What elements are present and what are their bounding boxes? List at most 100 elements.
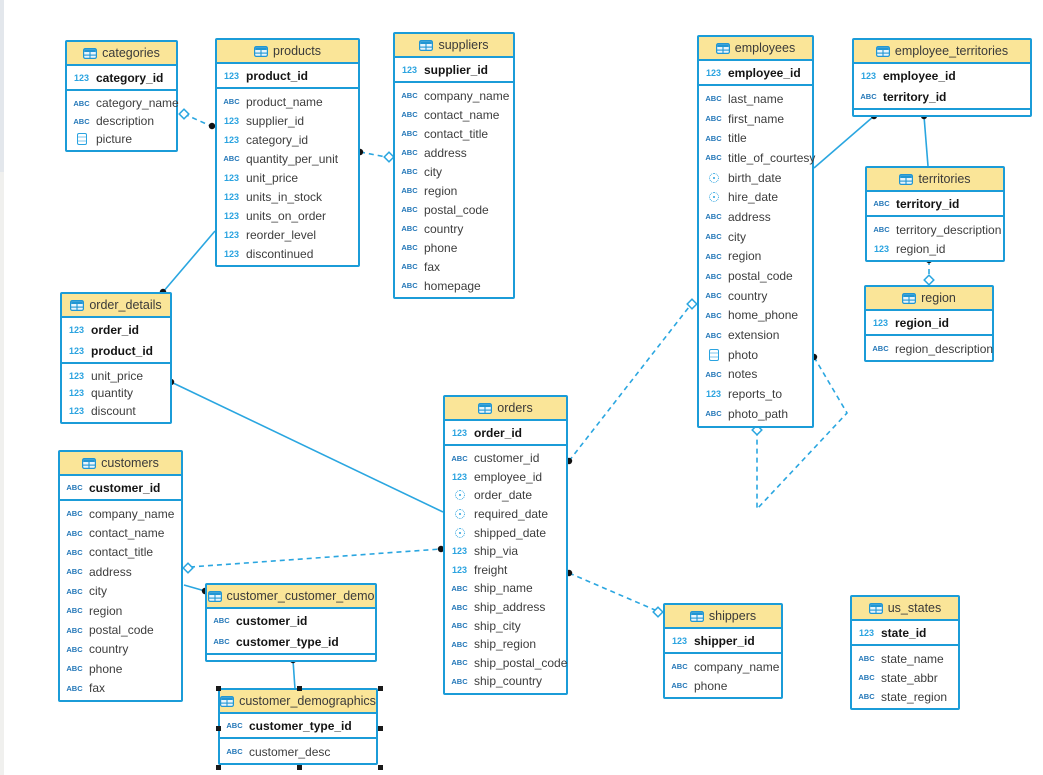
table-header[interactable]: employee_territories <box>854 40 1030 64</box>
table-header[interactable]: us_states <box>852 597 958 621</box>
relationship-products-order_details[interactable] <box>159 230 216 296</box>
selection-handle[interactable] <box>378 725 383 731</box>
table-header[interactable]: order_details <box>62 294 170 318</box>
table-header[interactable]: customer_customer_demo <box>207 585 375 609</box>
column-hire_date[interactable]: hire_date <box>699 187 812 207</box>
column-order_date[interactable]: order_date <box>445 486 566 505</box>
column-picture[interactable]: picture <box>67 130 176 148</box>
table-header[interactable]: categories <box>67 42 176 66</box>
relationship-products-suppliers[interactable] <box>356 148 395 163</box>
table-header[interactable]: customers <box>60 452 181 476</box>
relationship-employee_territories-employees[interactable] <box>813 112 878 169</box>
table-header[interactable]: products <box>217 40 358 64</box>
table-header[interactable]: employees <box>699 37 812 61</box>
selection-handle[interactable] <box>378 765 383 770</box>
table-header[interactable]: territories <box>867 168 1003 192</box>
selection-handle[interactable] <box>297 686 302 691</box>
table-header[interactable]: customer_demographics <box>220 690 376 714</box>
table-header[interactable]: suppliers <box>395 34 513 58</box>
selection-handle[interactable] <box>216 765 221 770</box>
table-header[interactable]: shippers <box>665 605 781 629</box>
relationship-customers-orders[interactable] <box>182 545 445 574</box>
selection-handle[interactable] <box>216 725 221 731</box>
relationship-orders-employees[interactable] <box>565 298 698 465</box>
table-header[interactable]: orders <box>445 397 566 421</box>
